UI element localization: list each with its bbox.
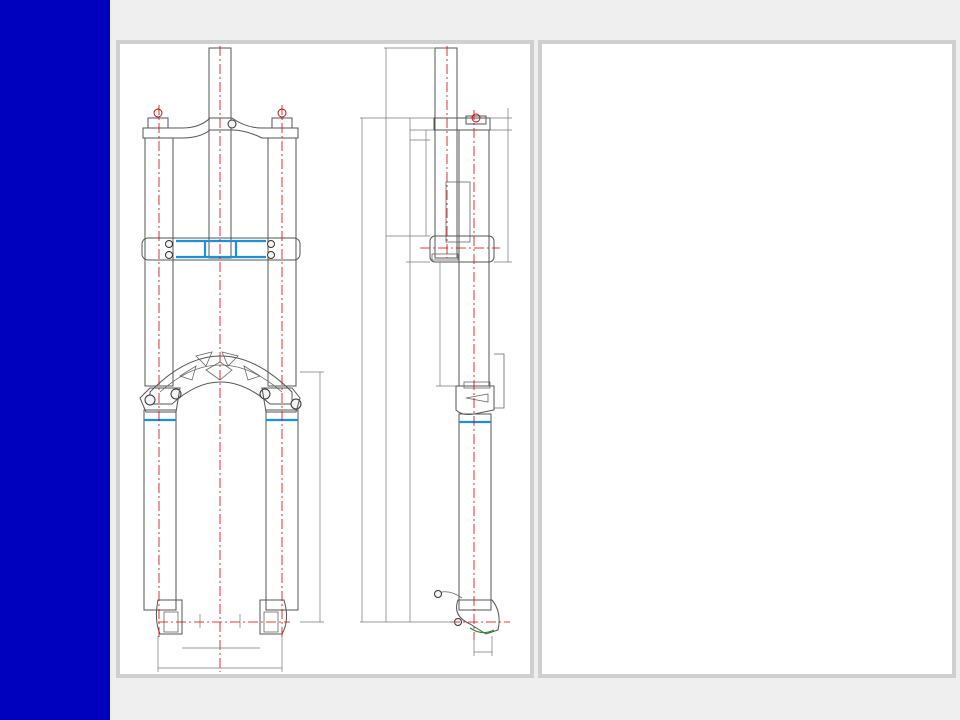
crown-bolt (227, 119, 237, 129)
side-bottom-crown (429, 235, 495, 263)
left-dropout (155, 599, 183, 635)
left-top-cap (147, 117, 169, 129)
left-lower-leg (143, 409, 177, 611)
drawing-panel (116, 40, 534, 678)
arch-brace (149, 355, 293, 405)
front-view (139, 46, 324, 672)
empty-panel (538, 40, 956, 678)
sidebar (0, 0, 110, 720)
side-lower-leg (458, 413, 492, 611)
top-crown (142, 117, 299, 139)
side-view (360, 46, 512, 656)
side-dropout (456, 599, 500, 635)
bottom-crown (141, 237, 301, 261)
side-steerer (434, 47, 458, 259)
